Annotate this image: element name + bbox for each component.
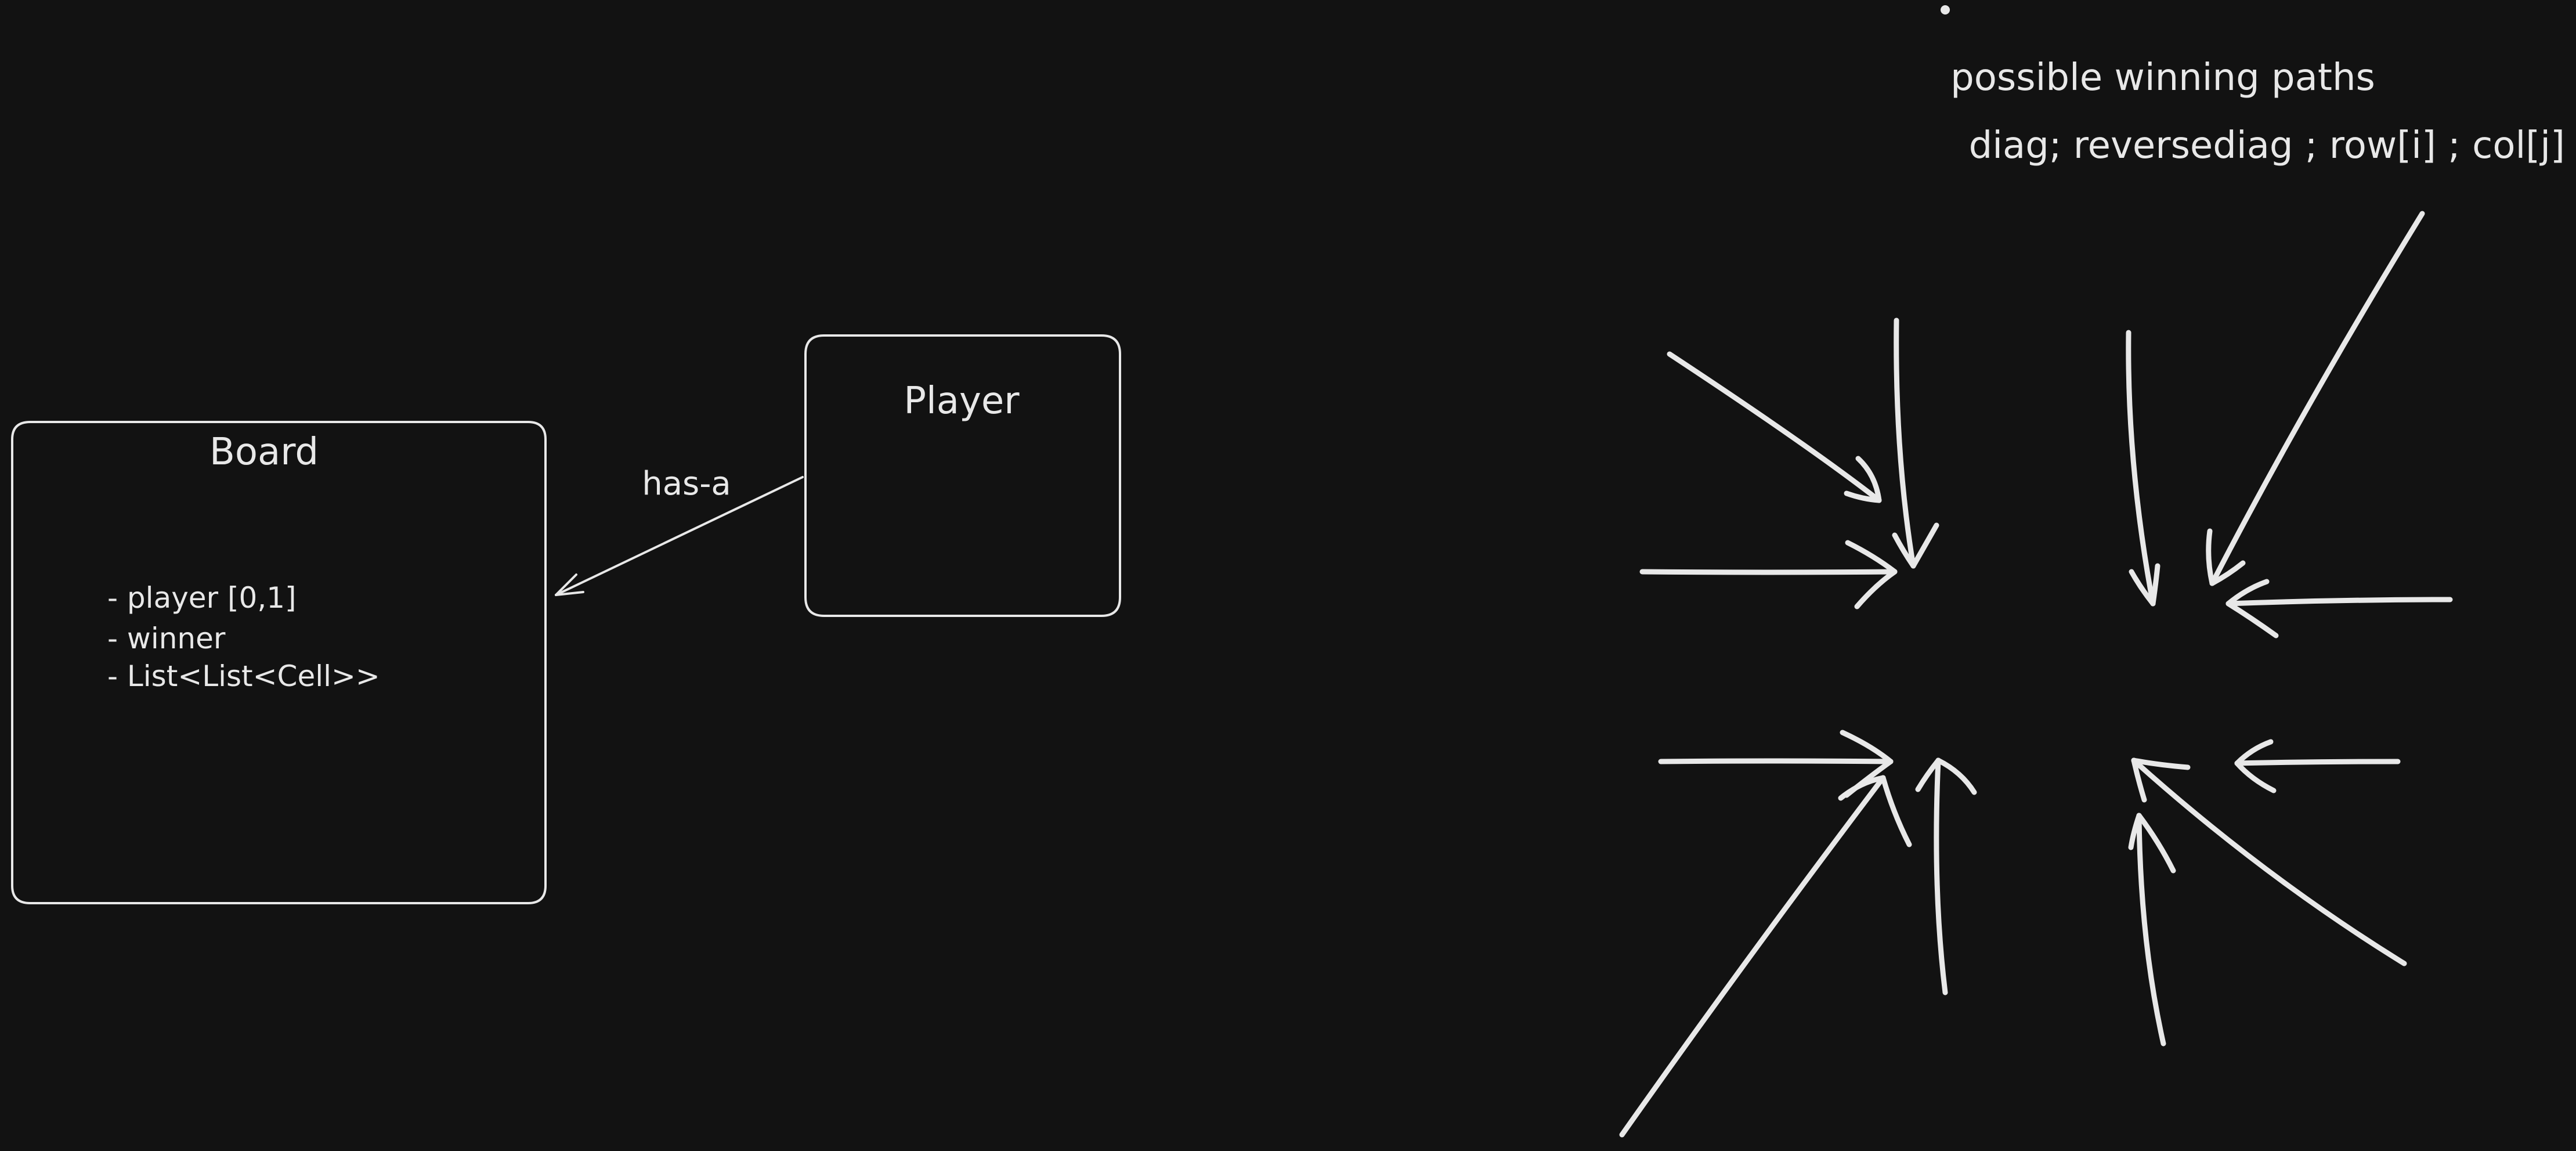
bottom-left-arrow-cluster	[1619, 730, 1977, 1138]
diagonal-arrow-se	[2131, 757, 2407, 966]
horizontal-arrow-w2	[1658, 758, 1894, 764]
diagonal-arrow-ne	[2209, 211, 2425, 586]
player-title: Player	[904, 380, 1020, 423]
player-box[interactable]	[804, 334, 1121, 617]
vertical-arrow-n	[1894, 317, 1916, 569]
winning-paths-list: diag; reversediag ; row[i] ; col[j]	[1969, 124, 2565, 167]
board-attribute-winner: - winner	[107, 622, 226, 655]
winning-paths-title: possible winning paths	[1950, 56, 2375, 99]
board-title: Board	[209, 431, 319, 474]
stray-dot	[1941, 5, 1950, 15]
top-right-arrow-cluster	[2126, 211, 2453, 638]
board-attribute-cells: - List<List<Cell>>	[107, 659, 380, 693]
horizontal-arrow-e	[2225, 597, 2453, 607]
vertical-arrow-s	[1934, 757, 1948, 995]
vertical-arrow-s2	[2136, 813, 2166, 1047]
diagonal-arrow-nw	[1667, 351, 1882, 503]
board-box[interactable]	[11, 421, 547, 904]
diagonal-arrow-sw	[1619, 775, 1886, 1138]
vertical-arrow-n2	[2126, 330, 2156, 607]
horizontal-arrow-e2	[2234, 759, 2401, 766]
board-attribute-player: - player [0,1]	[107, 581, 297, 615]
bottom-right-arrow-cluster	[2128, 739, 2407, 1047]
has-a-label: has-a	[642, 465, 731, 503]
top-left-arrow-cluster	[1639, 317, 1939, 609]
has-a-arrow[interactable]	[555, 476, 804, 596]
